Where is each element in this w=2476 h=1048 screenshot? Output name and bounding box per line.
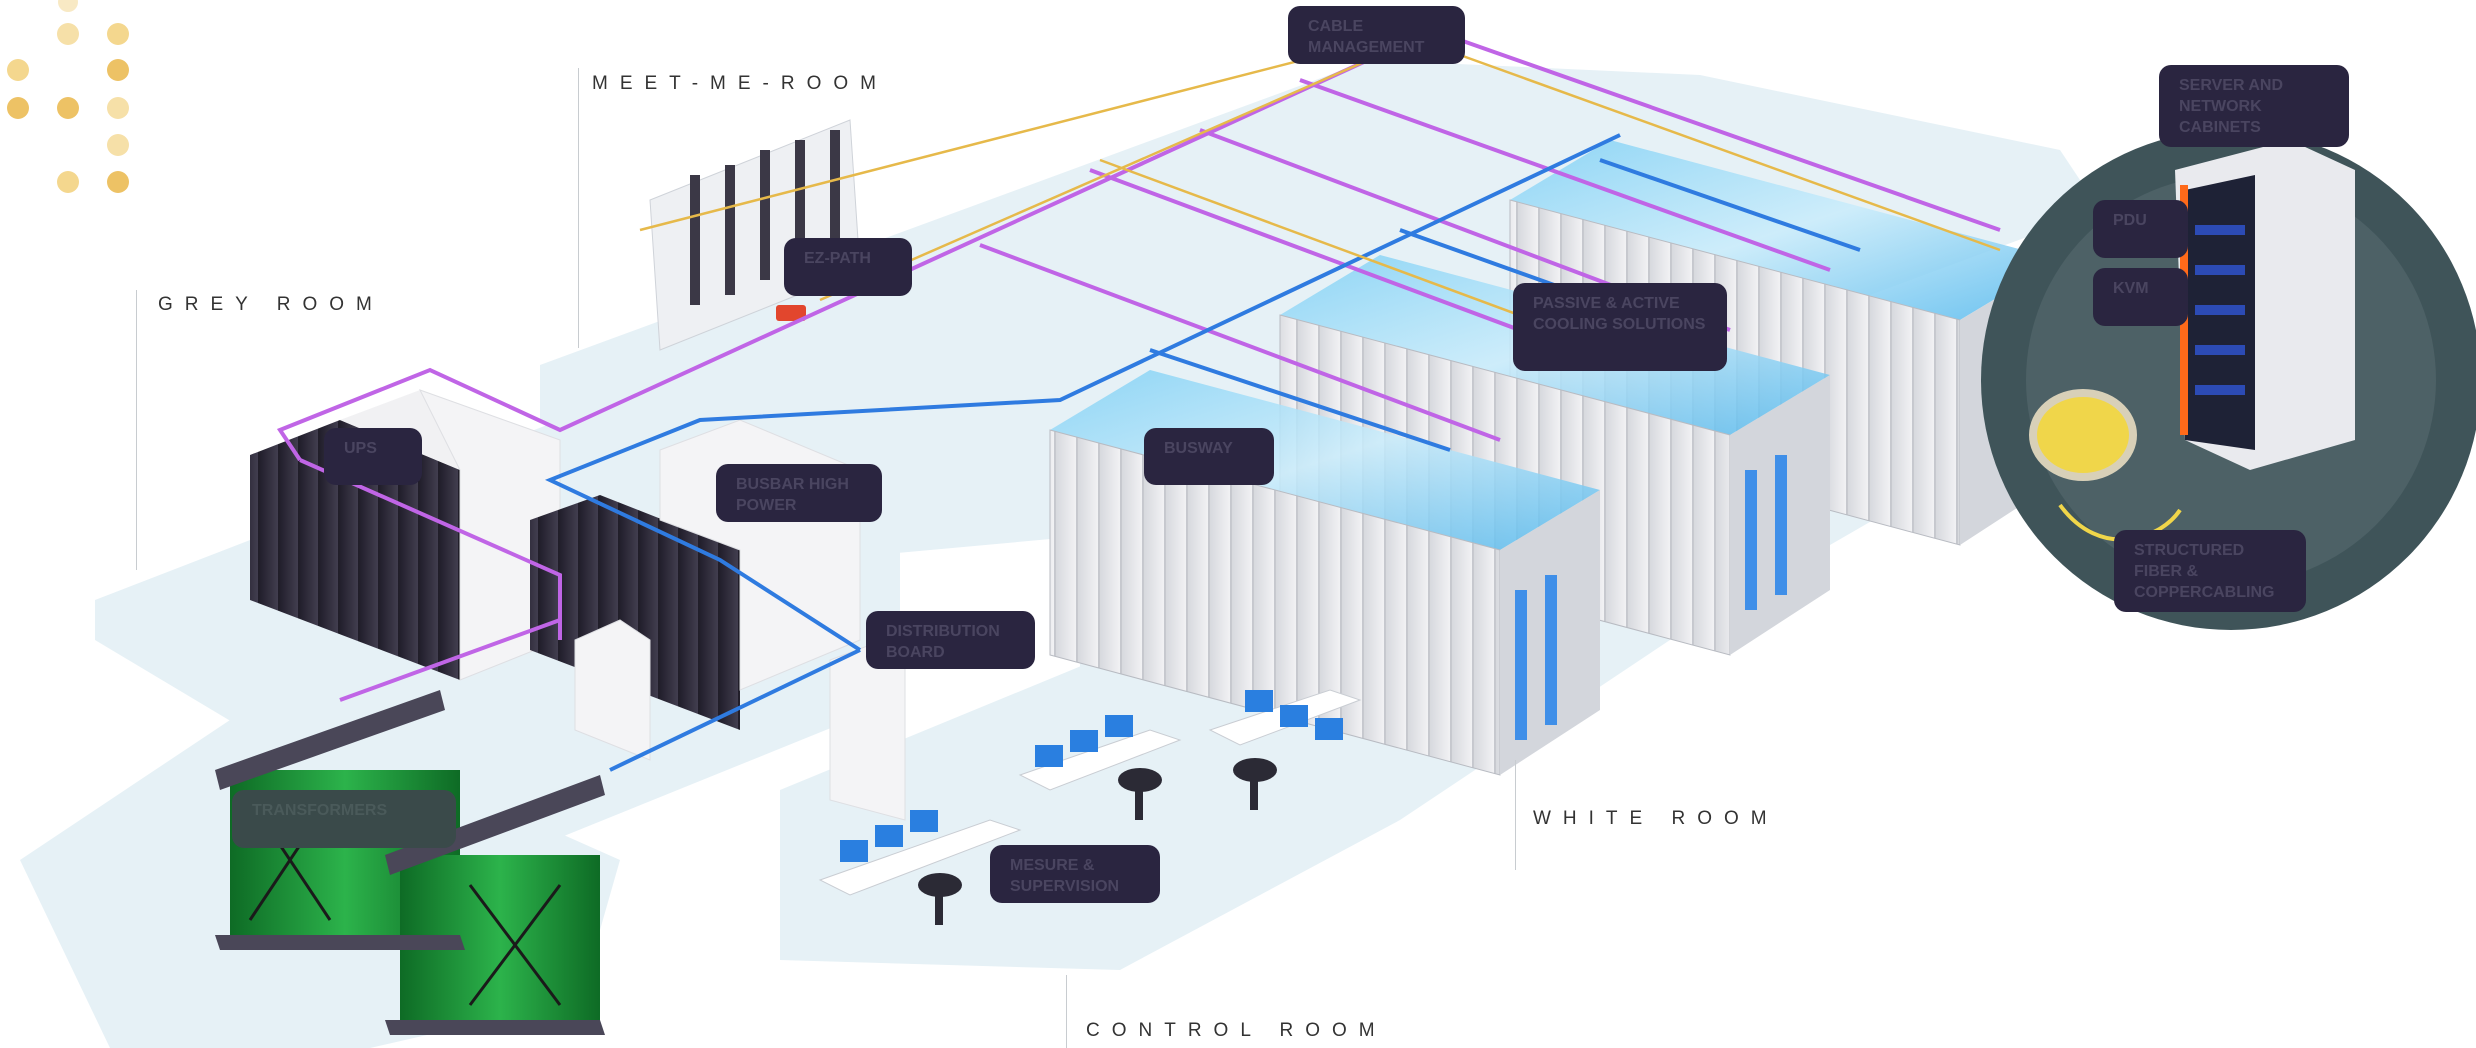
busbar-tag: BUSBAR HIGH POWER [716, 464, 882, 522]
ez-path-tag: EZ-PATH [784, 238, 912, 296]
white-room-label: WHITE ROOM [1533, 808, 1779, 829]
control-room-label: CONTROL ROOM [1086, 1020, 1387, 1041]
grey-room-divider [136, 290, 137, 570]
cable-management-tag: CABLE MANAGEMENT [1288, 6, 1465, 64]
blue-busway [544, 133, 1861, 772]
pdu-tag: PDU [2093, 200, 2188, 258]
transformers-tag: TRANSFORMERS [232, 790, 456, 848]
meet-me-room-divider [578, 68, 579, 348]
ez-path-device [776, 305, 806, 321]
meet-me-room-label: MEET-ME-ROOM [592, 73, 888, 94]
server-cabinets-tag: SERVER AND NETWORK CABINETS [2159, 65, 2349, 147]
white-room-divider [1515, 760, 1516, 870]
decorative-dots [7, 0, 129, 193]
control-room-divider [1066, 975, 1067, 1048]
yellow-cable [639, 38, 2001, 347]
kvm-tag: KVM [2093, 268, 2188, 326]
busway-tag: BUSWAY [1144, 428, 1274, 485]
distribution-board-tag: DISTRIBUTION BOARD [866, 611, 1035, 669]
fiber-cabling-tag: STRUCTURED FIBER & COPPERCABLING [2114, 530, 2306, 612]
cooling-tag: PASSIVE & ACTIVE COOLING SOLUTIONS [1513, 283, 1727, 371]
fiber-cable-reel [2029, 389, 2137, 481]
control-room-desks [818, 689, 1362, 925]
mesure-supervision-tag: MESURE & SUPERVISION [990, 845, 1160, 903]
grey-room-label: GREY ROOM [158, 294, 384, 315]
meet-me-room-racks [649, 119, 861, 351]
ups-tag: UPS [324, 428, 422, 485]
